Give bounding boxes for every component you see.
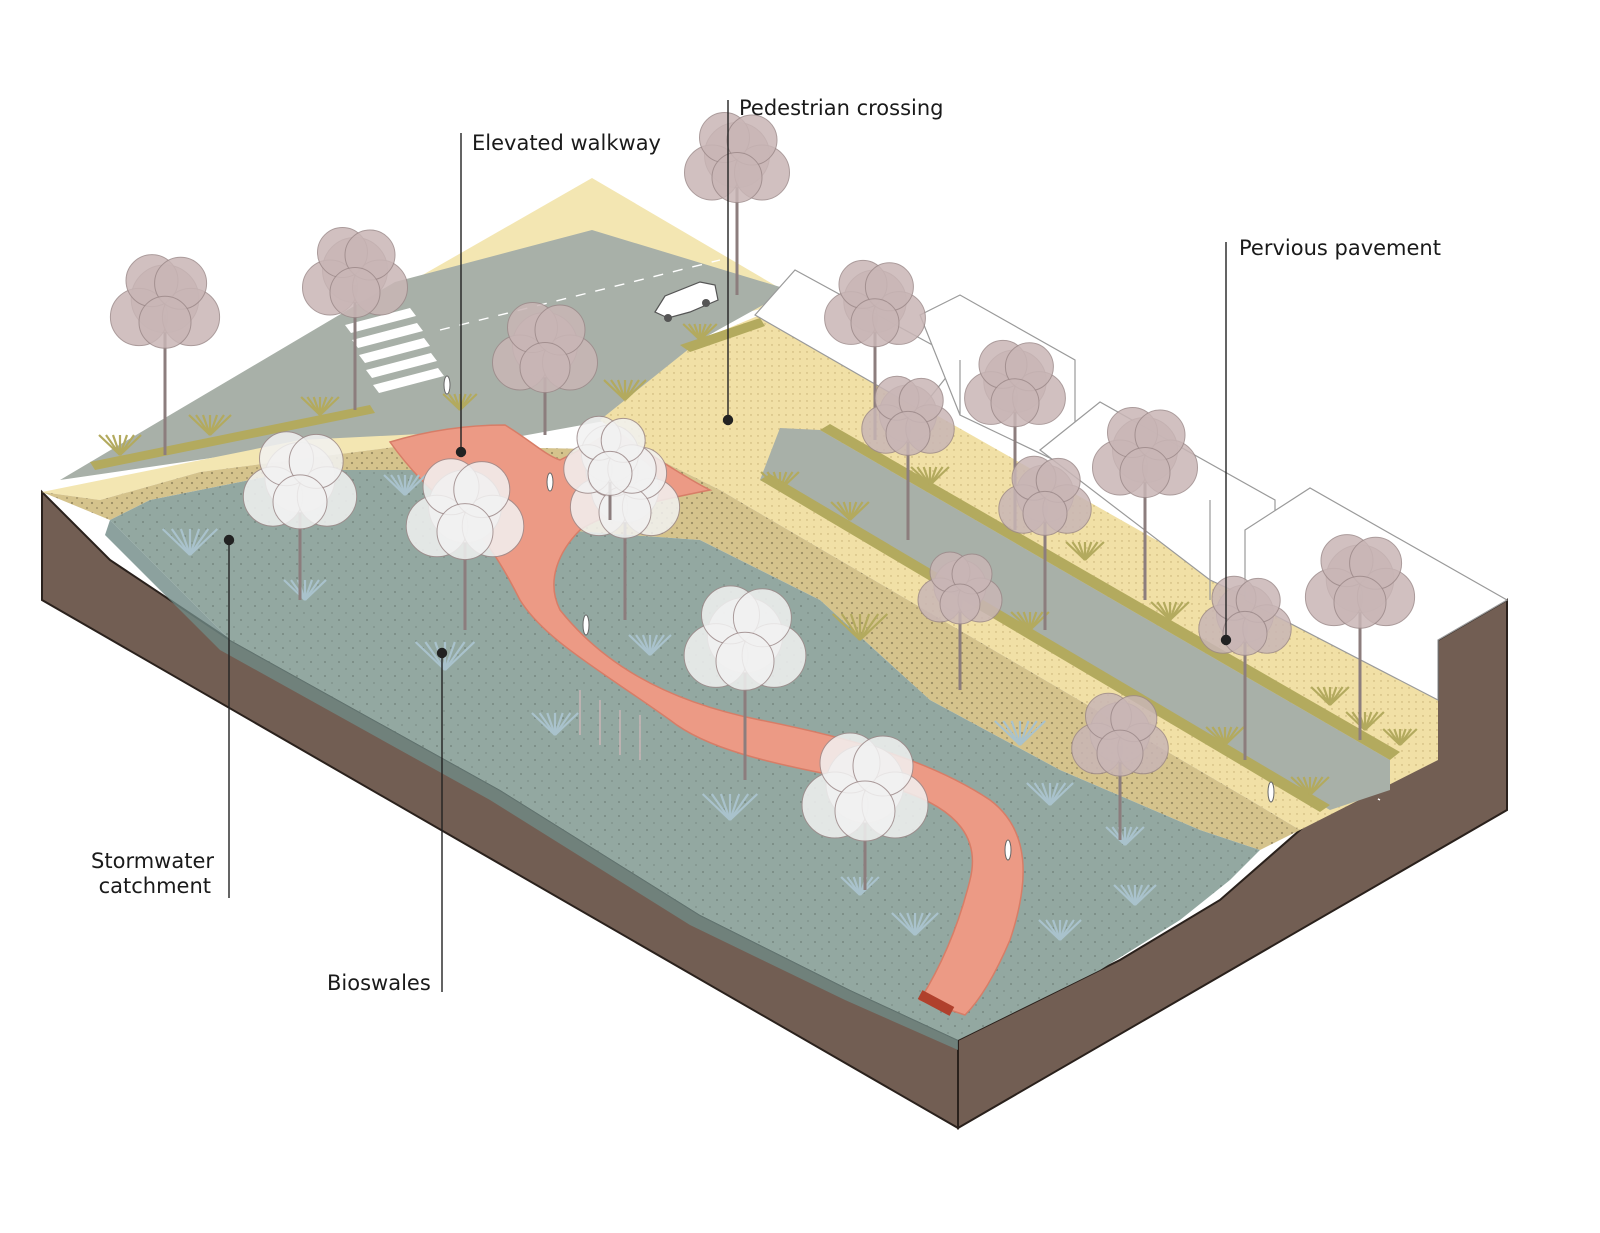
plant-clump <box>830 501 870 521</box>
plant-clump <box>1345 711 1385 731</box>
plant-clump <box>760 471 800 491</box>
plant-clump <box>891 912 939 936</box>
tree <box>242 431 358 600</box>
zebra-crossing <box>345 308 444 393</box>
label-pedestrian-crossing: Pedestrian crossing <box>739 96 944 120</box>
plant-clump <box>701 793 759 821</box>
plant-clump <box>1382 728 1418 746</box>
car <box>654 281 719 322</box>
planting-strip-lower <box>760 474 1330 812</box>
bioswale-plants <box>98 323 1418 941</box>
plant-clump <box>98 434 142 456</box>
plant-clump <box>531 712 579 736</box>
plant-clump <box>161 528 219 556</box>
leader-lines <box>223 100 1232 992</box>
plant-clump <box>628 634 672 656</box>
planting-strip-upper <box>820 424 1400 760</box>
plant-clump <box>1026 782 1074 806</box>
walkway-end-cap <box>917 990 955 1016</box>
plant-clump <box>994 720 1046 746</box>
tree <box>1198 575 1292 760</box>
plant-clump <box>1310 686 1350 706</box>
label-bioswales: Bioswales <box>327 971 431 995</box>
trees <box>109 112 1416 890</box>
planting-strip-left <box>90 405 375 470</box>
tree <box>801 732 929 890</box>
tree <box>998 455 1092 630</box>
plant-clump <box>682 323 718 341</box>
plant-clump <box>831 613 889 641</box>
people <box>443 375 1275 861</box>
plant-clump <box>1113 884 1157 906</box>
plant-clump <box>1038 919 1082 941</box>
plant-clump <box>603 379 647 401</box>
plant-clump <box>1290 776 1330 796</box>
plant-clump <box>283 579 327 601</box>
tree <box>684 112 790 295</box>
tree <box>1092 407 1198 600</box>
tree <box>302 227 408 410</box>
label-elevated-walkway: Elevated walkway <box>472 131 661 155</box>
plant-clump <box>910 466 950 486</box>
tree <box>109 254 221 455</box>
tree <box>861 375 955 540</box>
tree <box>492 302 598 435</box>
side-road <box>760 428 1390 810</box>
walkway-supports <box>579 690 641 760</box>
plant-clump <box>1205 726 1245 746</box>
tree <box>405 458 525 630</box>
label-stormwater-line2: catchment <box>98 874 211 898</box>
tree <box>563 415 657 520</box>
tree <box>917 551 1003 690</box>
tree <box>1071 692 1169 840</box>
planting-strip-top <box>680 318 765 352</box>
plant-clump <box>1150 601 1190 621</box>
tree <box>1304 534 1416 740</box>
plant-clump <box>188 414 232 436</box>
tree <box>683 585 807 780</box>
plant-clump <box>1065 541 1105 561</box>
tree <box>964 339 1066 530</box>
plant-clump <box>300 396 340 416</box>
plant-clump <box>1010 611 1050 631</box>
tree <box>824 259 926 440</box>
label-stormwater-line1: Stormwater <box>91 849 214 873</box>
label-pervious-pavement: Pervious pavement <box>1239 236 1441 260</box>
